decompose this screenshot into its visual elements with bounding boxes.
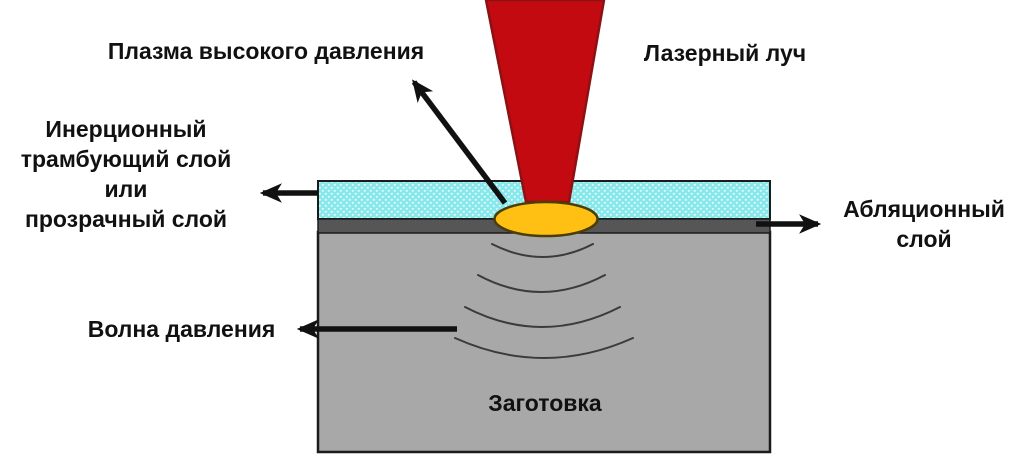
tamping-layer-label-line: трамбующий слой xyxy=(20,146,232,172)
tamping-layer-label-line: прозрачный слой xyxy=(24,206,228,232)
workpiece-rect xyxy=(316,230,772,454)
ablative-layer-label-line: слой xyxy=(896,226,952,252)
laser-beam-shape xyxy=(484,0,606,204)
laser-beam-label: Лазерный луч xyxy=(643,40,807,66)
pressure-wave-arc xyxy=(491,243,594,258)
pressure-wave-label: Волна давления xyxy=(87,316,276,342)
arrow-to-plasma-label xyxy=(411,79,508,205)
workpiece-label: Заготовка xyxy=(488,390,602,416)
tamping-layer-label: Инерционный трамбующий слой или прозрачн… xyxy=(2,114,250,234)
annotation-arrows xyxy=(259,79,822,339)
plasma-label: Плазма высокого давления xyxy=(107,38,425,64)
pressure-wave-arc xyxy=(477,274,606,293)
pressure-wave-arcs xyxy=(454,243,634,359)
ablative-layer-label-line: Абляционный xyxy=(843,196,1005,222)
pressure-wave-arc xyxy=(454,337,634,359)
pressure-wave-arc xyxy=(464,306,621,328)
tamping-layer-label-line: Инерционный xyxy=(45,116,207,142)
plasma-ellipse xyxy=(493,200,599,238)
ablative-layer-label: Абляционный слой xyxy=(828,194,1020,254)
tamping-layer-label-line: или xyxy=(104,176,148,202)
